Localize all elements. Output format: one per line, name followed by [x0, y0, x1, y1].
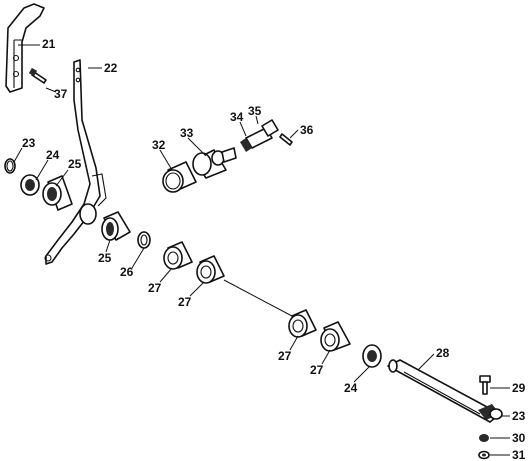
part-24-bushing-left [20, 174, 40, 196]
part-27-roller-2 [196, 255, 225, 284]
part-27-roller-1 [163, 241, 193, 270]
callout-29: 29 [512, 381, 526, 395]
callout-22: 22 [104, 61, 118, 75]
part-32-cylinder [162, 161, 197, 193]
callout-28: 28 [436, 346, 450, 360]
part-27-roller-3 [288, 309, 317, 338]
part-25-sleeve-middle [101, 211, 131, 241]
part-34-35-pin [240, 119, 279, 152]
callout-34: 34 [230, 110, 244, 124]
callout-26: 26 [120, 265, 134, 279]
part-33-cylinder [192, 147, 237, 179]
callout-32: 32 [152, 138, 166, 152]
callout-23: 23 [22, 136, 36, 150]
part-29-bolt [479, 375, 491, 395]
part-23-ring-right [489, 408, 503, 420]
part-36-cotter-pin [279, 133, 293, 146]
part-25-sleeve-left [42, 175, 73, 211]
callout-27: 27 [310, 363, 324, 377]
callout-25: 25 [98, 251, 112, 265]
callout-35: 35 [248, 104, 262, 118]
leader-lines [13, 44, 510, 456]
callout-27: 27 [148, 281, 162, 295]
callout-23: 23 [512, 409, 526, 423]
part-23-ring-left [4, 158, 16, 174]
callout-27: 27 [178, 295, 192, 309]
callout-27: 27 [278, 349, 292, 363]
callout-37: 37 [54, 87, 68, 101]
part-30-nut [479, 434, 489, 442]
callout-33: 33 [180, 126, 194, 140]
part-31-washer [478, 450, 490, 460]
part-22-lever [44, 59, 107, 265]
callout-25: 25 [68, 157, 82, 171]
part-21-bracket [5, 3, 45, 93]
part-26-washer [137, 231, 151, 249]
part-27-roller-4 [320, 321, 351, 352]
callout-24: 24 [344, 381, 358, 395]
callout-21: 21 [42, 37, 56, 51]
part-37-screw [28, 67, 47, 84]
shaft-axis-line [223, 279, 293, 317]
callout-31: 31 [512, 448, 526, 461]
callout-30: 30 [512, 431, 526, 445]
callout-36: 36 [300, 123, 314, 137]
callout-24: 24 [46, 148, 60, 162]
part-24-bushing-right [362, 344, 382, 368]
